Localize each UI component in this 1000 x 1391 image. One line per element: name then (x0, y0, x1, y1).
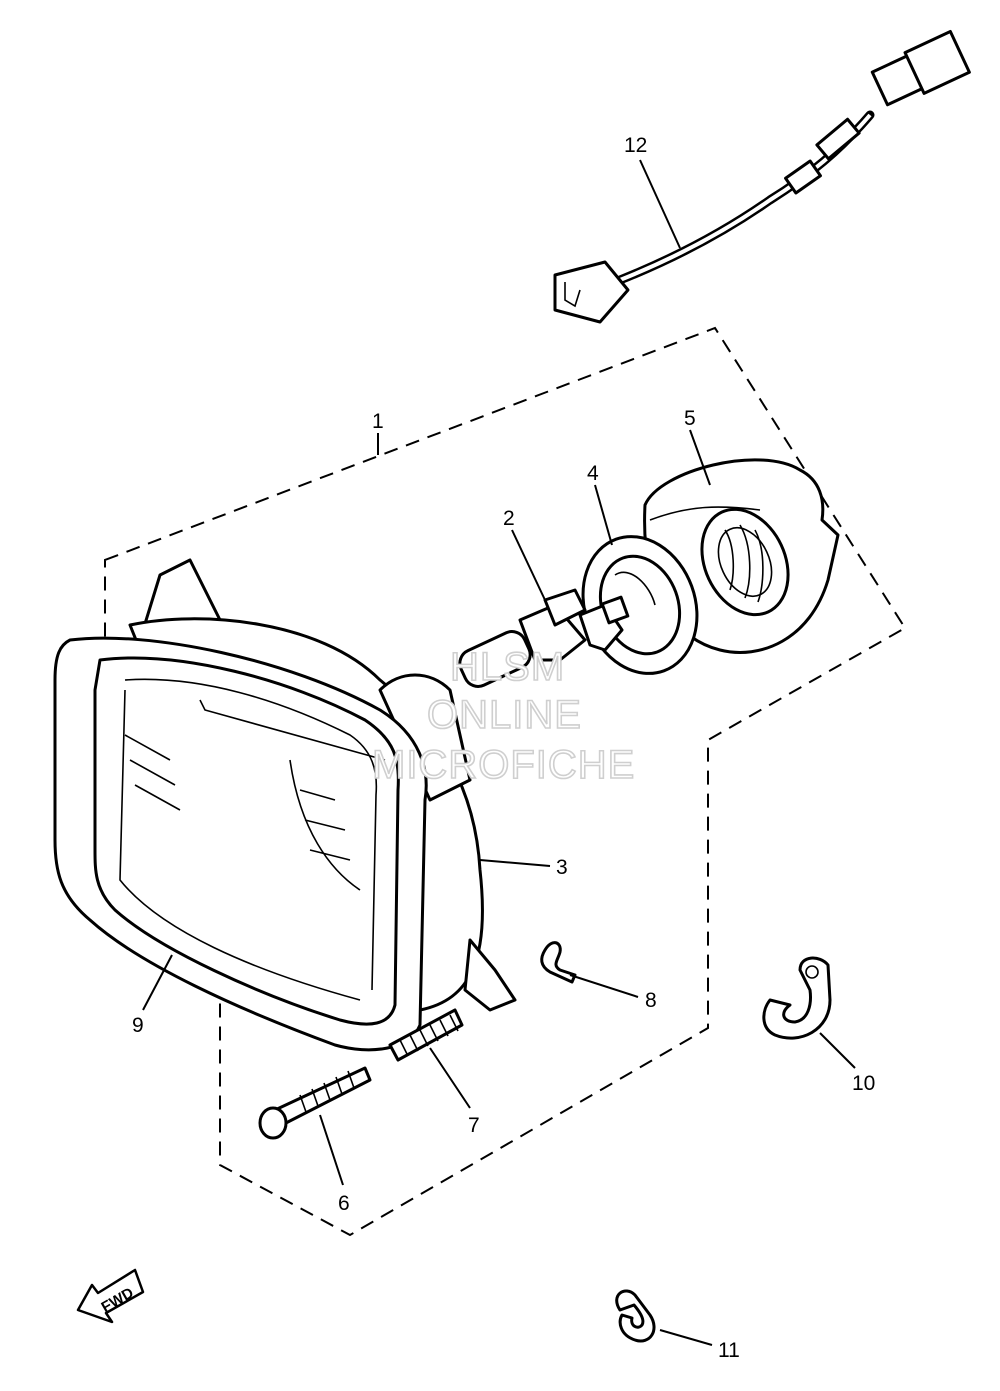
callout-12: 12 (624, 134, 647, 157)
callout-8: 8 (645, 989, 657, 1012)
callout-labels: 1 2 3 4 5 6 7 8 9 10 11 12 (132, 134, 875, 1362)
callout-6: 6 (338, 1192, 350, 1215)
part-5-socket-cover[interactable] (643, 458, 840, 654)
callout-2: 2 (503, 507, 515, 530)
callout-4: 4 (587, 462, 599, 485)
part-9-headlight-rim[interactable] (53, 636, 428, 1052)
part-10-cable-clamp[interactable] (762, 956, 832, 1040)
callout-5: 5 (684, 407, 696, 430)
watermark-line-1: HLSM (450, 645, 565, 689)
callout-7: 7 (468, 1114, 480, 1137)
watermark: HLSM ONLINE MICROFICHE (371, 644, 635, 788)
callout-9: 9 (132, 1014, 144, 1037)
leader-lines (142, 159, 856, 1346)
part-8-spring-clip[interactable] (540, 941, 577, 984)
watermark-line-2: ONLINE (427, 693, 582, 737)
part-6-adjusting-screw[interactable] (258, 1066, 372, 1140)
part-2-bulb[interactable] (455, 588, 630, 691)
part-7-spring[interactable] (388, 1008, 464, 1062)
watermark-line-3: MICROFICHE (372, 743, 635, 787)
callout-10: 10 (852, 1072, 875, 1095)
callout-11: 11 (718, 1339, 740, 1362)
part-11-wire-clip[interactable] (615, 1289, 656, 1343)
callout-3: 3 (556, 856, 568, 879)
part-12-wire-harness[interactable] (553, 29, 971, 324)
callout-1: 1 (372, 410, 384, 433)
fwd-arrow-icon: FWD (76, 1268, 145, 1324)
